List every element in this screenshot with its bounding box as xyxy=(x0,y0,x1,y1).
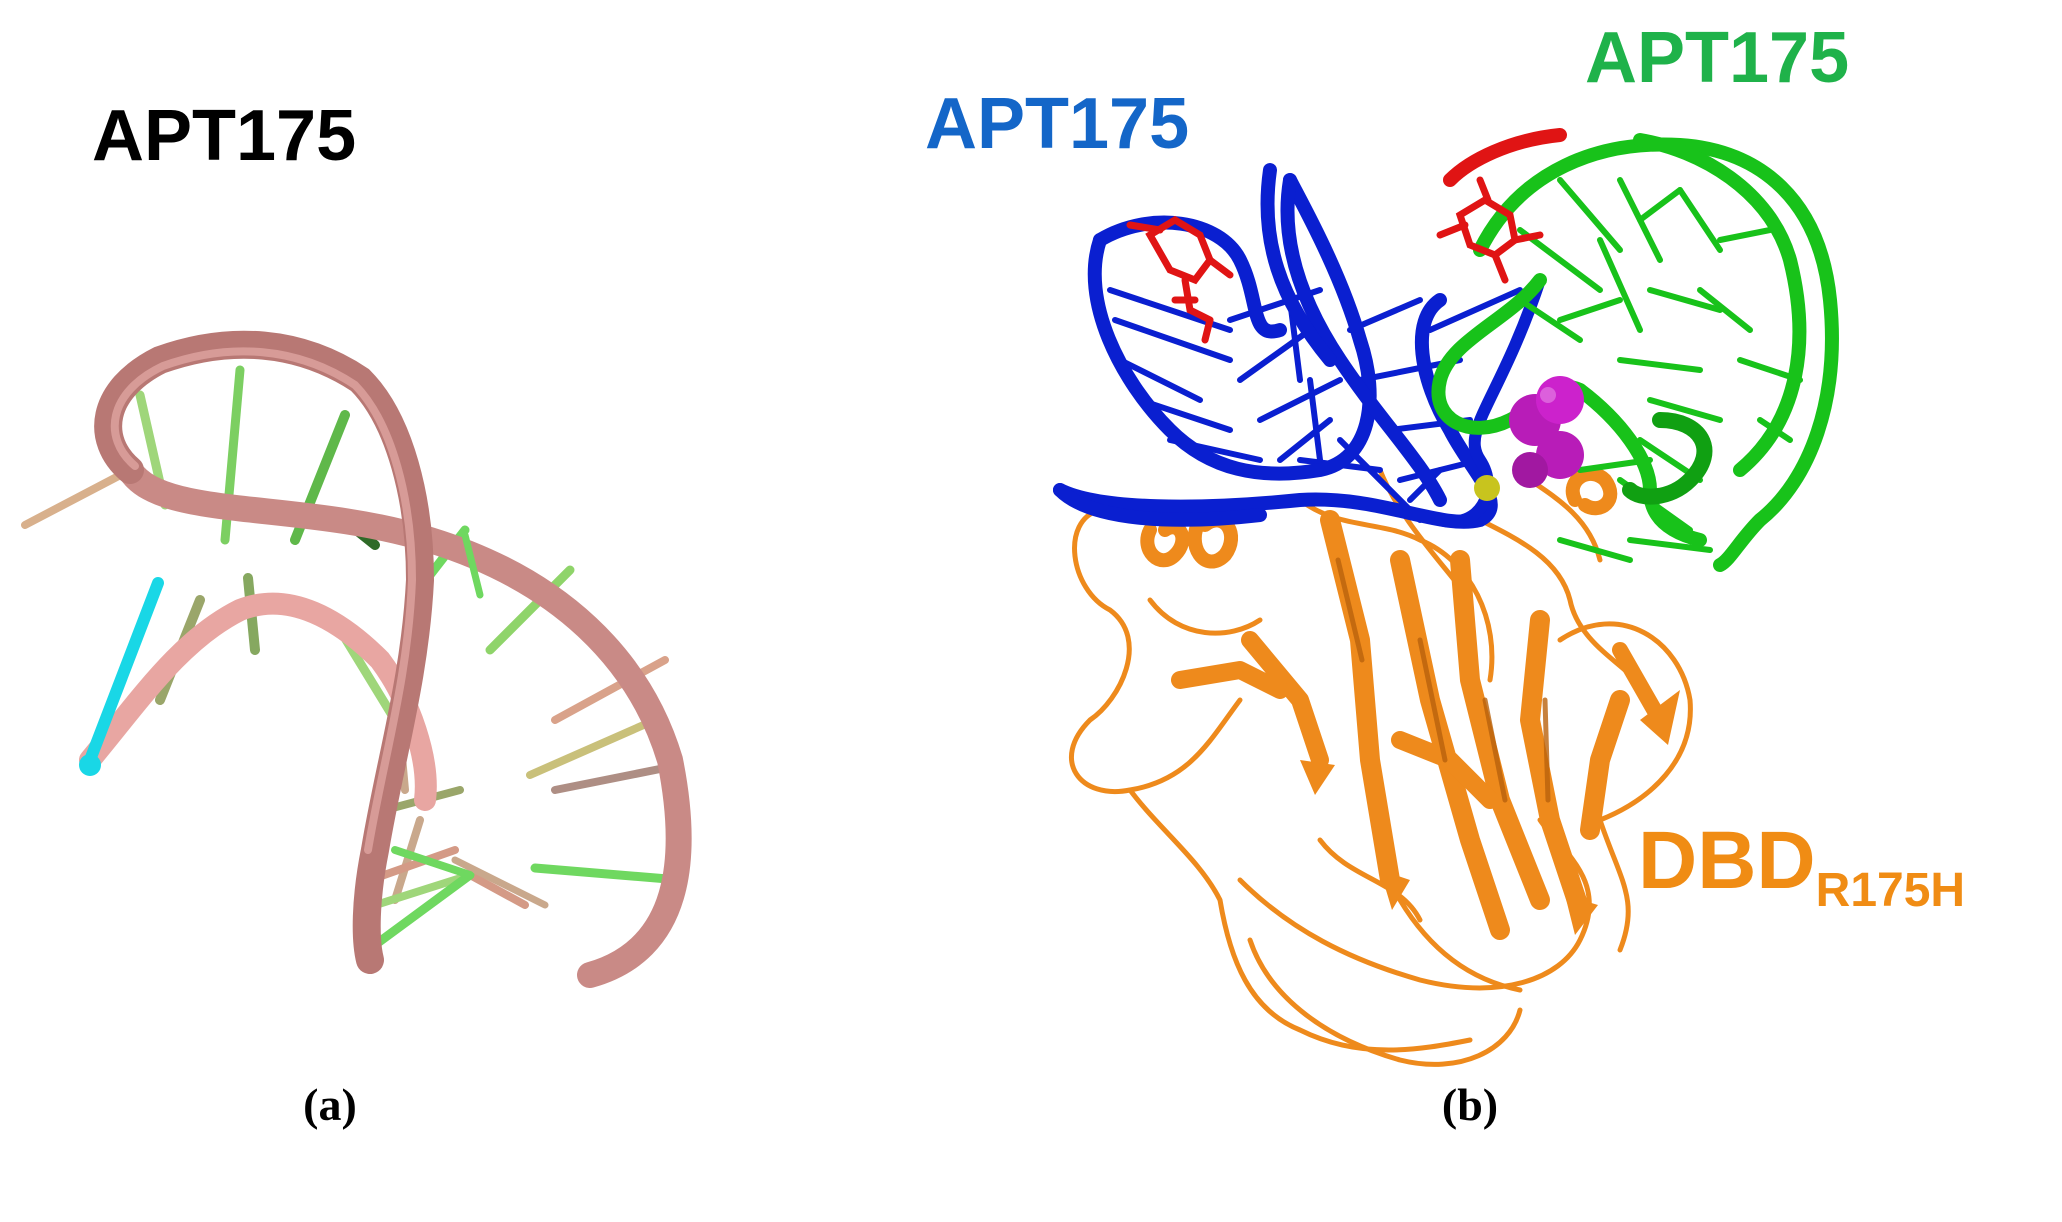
yellow-sphere xyxy=(1474,475,1500,501)
panel-b-caption: (b) xyxy=(1442,1079,1498,1130)
panel-b: APT175 APT175 DBDR175H (b) xyxy=(925,18,1965,1130)
label-dbd: DBDR175H xyxy=(1638,815,1965,917)
label-dbd-subscript: R175H xyxy=(1816,864,1965,917)
panel-a-cyan-sphere xyxy=(79,754,101,776)
panel-a-inner-strand xyxy=(79,592,437,811)
panel-a-title: APT175 xyxy=(92,96,356,176)
dbd-protein xyxy=(1069,467,1693,1067)
panel-a-backbone-outer xyxy=(117,457,692,988)
panel-a: APT175 xyxy=(21,96,692,1130)
red-ligand-green xyxy=(1436,128,1567,284)
label-dbd-main: DBD xyxy=(1638,815,1816,906)
magenta-spheres xyxy=(1509,376,1584,488)
panel-a-caption: (a) xyxy=(303,1079,357,1130)
panel-a-backbone-front xyxy=(94,330,435,974)
green-aptamer xyxy=(1431,133,1839,572)
label-apt175-blue: APT175 xyxy=(925,84,1189,164)
red-ligand-blue xyxy=(1126,215,1234,344)
panel-a-cyan-terminus xyxy=(84,577,164,766)
label-apt175-green: APT175 xyxy=(1585,18,1849,98)
